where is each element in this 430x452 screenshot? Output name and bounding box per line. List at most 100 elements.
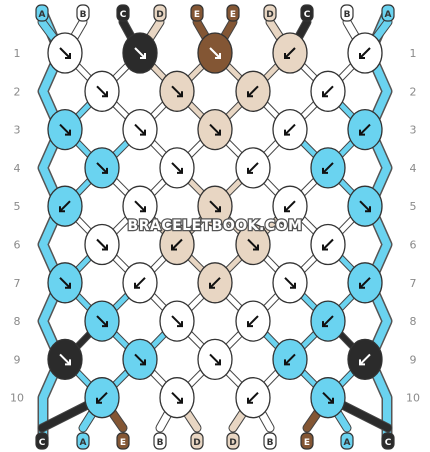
bottom-string-tag-letter: E xyxy=(304,438,310,448)
top-string-tag: C xyxy=(300,4,314,22)
knot-arrow-shaft xyxy=(284,47,296,59)
bottom-string-tag: D xyxy=(226,432,240,450)
knot-arrow-head xyxy=(365,206,371,213)
row-label-left: 10 xyxy=(10,392,24,405)
knot xyxy=(84,147,120,189)
knot-arrow-head xyxy=(322,91,328,98)
knot xyxy=(122,185,158,227)
knot xyxy=(347,185,383,227)
knot-arrow-shaft xyxy=(134,47,146,59)
knot-arrow-shaft xyxy=(247,238,259,251)
top-string-tag: B xyxy=(76,4,90,22)
knot-arrow-shaft xyxy=(284,200,296,212)
bottom-string-tag-box xyxy=(153,432,167,450)
knot-arrow-shaft xyxy=(134,353,146,366)
top-string-tag-letter: A xyxy=(39,10,46,20)
knot-arrow-shaft xyxy=(134,277,146,289)
knot-arrow-head xyxy=(359,53,365,59)
knot-arrow-head xyxy=(215,359,221,366)
knot-arrow-shaft xyxy=(209,47,221,59)
knot-arrow-head xyxy=(96,397,102,404)
knot-arrow-head xyxy=(140,206,146,213)
knot-arrow-head xyxy=(215,129,221,136)
knot-arrow-head xyxy=(59,206,65,213)
knot xyxy=(197,32,233,74)
top-string-tag: C xyxy=(116,4,130,22)
bottom-string-tag: B xyxy=(153,432,167,450)
top-string-tag-box xyxy=(153,4,167,22)
watermark: BRACELETBOOK.COM xyxy=(128,218,303,234)
top-string-tag-letter: B xyxy=(344,10,351,20)
knot-arrow-head xyxy=(290,282,296,289)
knot xyxy=(84,223,120,266)
top-string-tag: E xyxy=(226,4,240,22)
knot xyxy=(159,70,195,112)
knot-arrow-shaft xyxy=(96,162,108,174)
knot-arrow-head xyxy=(134,282,140,289)
knot xyxy=(122,262,158,304)
top-string-tag: B xyxy=(340,4,354,22)
bottom-string-tag-box xyxy=(340,432,354,450)
knot-arrow-shaft xyxy=(322,391,334,404)
knot xyxy=(310,70,346,112)
knot-arrow-head xyxy=(253,244,259,251)
knot-arrow-head xyxy=(215,53,221,59)
bottom-string-tag-letter: E xyxy=(120,438,126,448)
knot-arrow-shaft xyxy=(247,162,259,174)
bottom-string-tag-box xyxy=(35,432,49,450)
bottom-string-tag: C xyxy=(381,432,395,450)
top-string-tag-letter: A xyxy=(385,10,392,20)
top-string-tag-box xyxy=(300,4,314,22)
top-string-tag-letter: B xyxy=(80,10,87,20)
knot xyxy=(347,262,383,304)
knot xyxy=(347,108,383,151)
knot xyxy=(310,223,346,266)
row-label-left: 4 xyxy=(14,162,21,175)
knot-arrow-shaft xyxy=(322,315,334,327)
row-label-left: 3 xyxy=(14,124,21,137)
top-string-tag: A xyxy=(381,4,395,22)
knot-arrow-shaft xyxy=(59,277,71,289)
top-string-tag-letter: C xyxy=(304,10,311,20)
bottom-string-tag-box xyxy=(226,432,240,450)
row-label-left: 7 xyxy=(14,277,21,290)
row-label-left: 1 xyxy=(14,47,21,60)
knot xyxy=(272,338,308,381)
knot xyxy=(159,223,195,266)
bottom-string-tag-letter: D xyxy=(193,438,200,448)
knot xyxy=(272,108,308,151)
bottom-string-tag-letter: A xyxy=(344,438,351,448)
knot-arrow-head xyxy=(284,53,290,59)
knot-arrow-head xyxy=(247,91,253,98)
knot xyxy=(197,185,233,227)
knot-arrow-shaft xyxy=(359,277,371,289)
knot-arrow-shaft xyxy=(59,200,71,212)
knot xyxy=(47,338,83,381)
knot xyxy=(47,108,83,151)
row-label-right: 7 xyxy=(410,277,417,290)
knot-arrow-head xyxy=(102,167,108,174)
knot xyxy=(159,300,195,342)
top-string-tag-box xyxy=(381,4,395,22)
bottom-string-tag-box xyxy=(76,432,90,450)
top-string-tag-letter: D xyxy=(266,10,273,20)
knot xyxy=(197,338,233,381)
row-label-right: 4 xyxy=(410,162,417,175)
top-string-tag-box xyxy=(116,4,130,22)
knot xyxy=(272,32,308,74)
knot xyxy=(310,300,346,342)
bottom-string-tag: A xyxy=(340,432,354,450)
knot xyxy=(347,32,383,74)
top-string-tag-letter: E xyxy=(230,10,236,20)
row-label-right: 2 xyxy=(410,85,417,98)
knot xyxy=(235,147,271,189)
knot-arrow-head xyxy=(140,53,146,59)
knot-arrow-head xyxy=(247,167,253,174)
bottom-string-tag: D xyxy=(190,432,204,450)
top-string-tag-box xyxy=(340,4,354,22)
knot-arrow-head xyxy=(177,321,183,328)
knot-arrow-shaft xyxy=(59,353,71,366)
knot-arrow-head xyxy=(247,321,253,328)
